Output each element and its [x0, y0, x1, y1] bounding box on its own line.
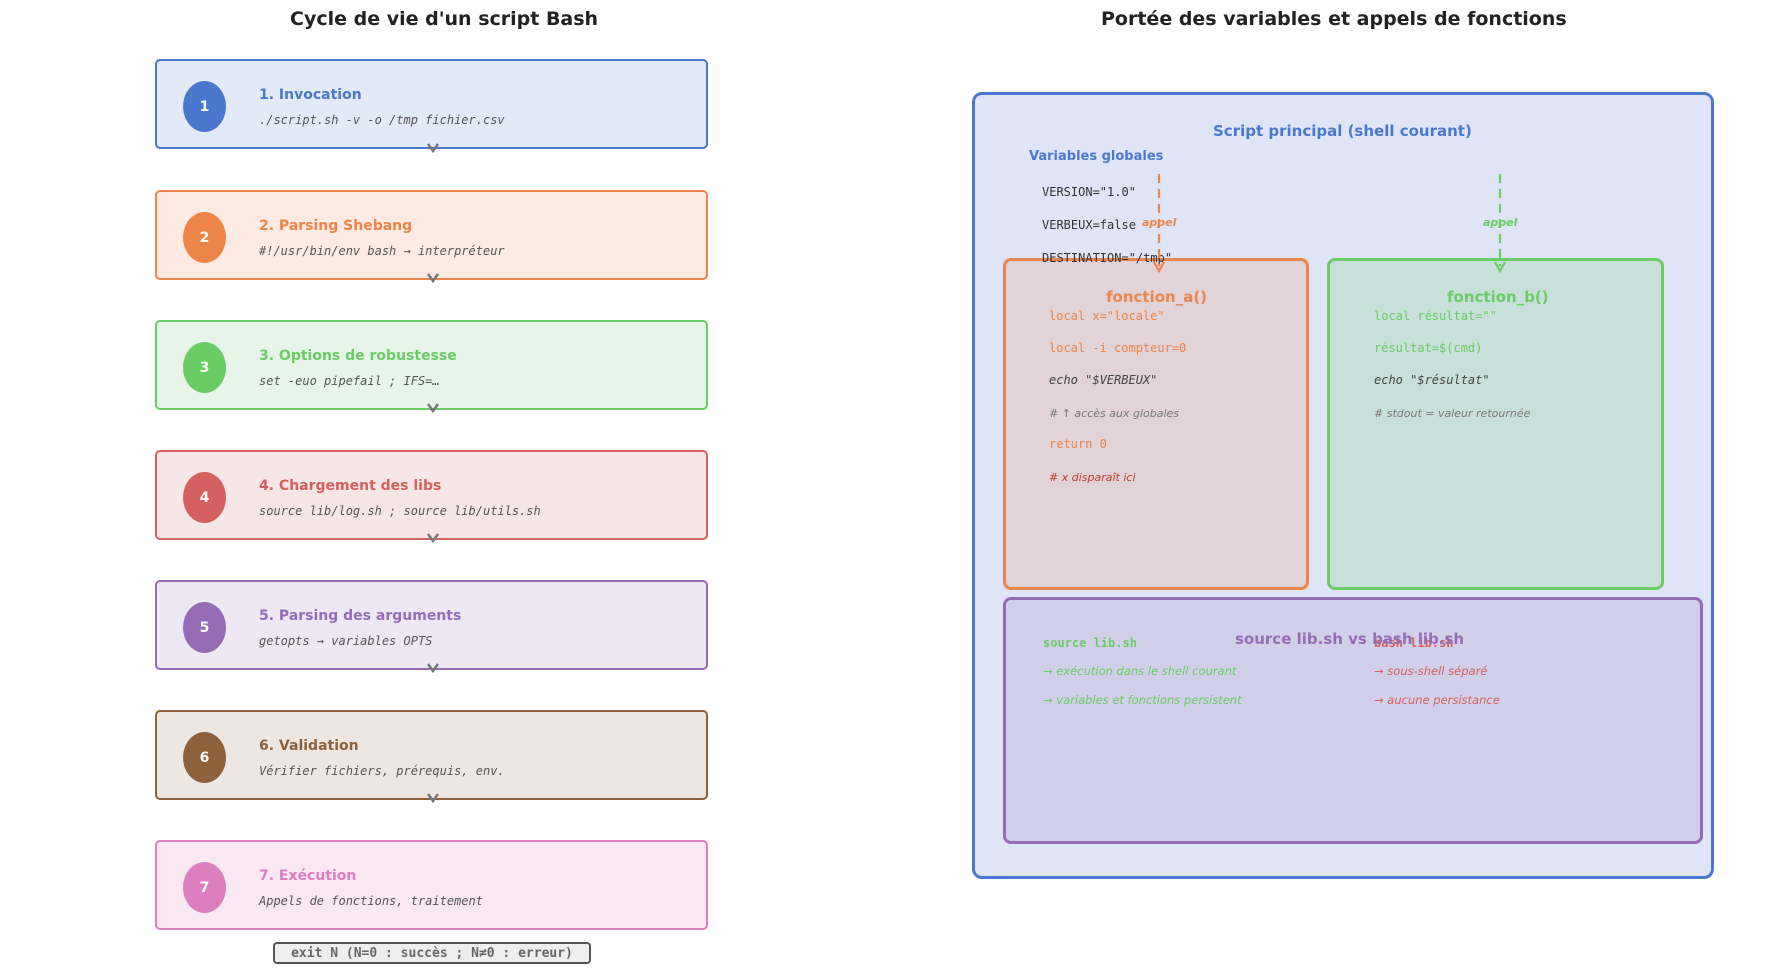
step-title: 2. Parsing Shebang	[259, 218, 413, 234]
step-number-badge: 7	[183, 862, 226, 913]
step-command: Appels de fonctions, traitement	[259, 894, 483, 908]
chevron-down-icon	[426, 663, 440, 674]
fonction-a-title: fonction_a()	[1106, 288, 1208, 306]
step-title: 6. Validation	[259, 738, 359, 754]
lifecycle-step-7: 7 7. Exécution Appels de fonctions, trai…	[155, 840, 708, 930]
source-right-note: → aucune persistance	[1374, 693, 1500, 707]
fonction-b-box	[1327, 258, 1664, 590]
step-title: 1. Invocation	[259, 87, 362, 103]
step-number-badge: 4	[183, 472, 226, 523]
step-command: getopts → variables OPTS	[259, 634, 433, 648]
code-comment: # x disparaît ici	[1049, 471, 1136, 484]
step-number-badge: 5	[183, 602, 226, 653]
right-panel-title: Portée des variables et appels de foncti…	[1101, 8, 1567, 30]
step-number-badge: 3	[183, 342, 226, 393]
code-line: echo "$VERBEUX"	[1049, 373, 1158, 387]
step-number-badge: 1	[183, 81, 226, 132]
fonction-a-box	[1003, 258, 1309, 590]
step-number-badge: 6	[183, 732, 226, 783]
source-vs-bash-box	[1003, 597, 1703, 844]
global-variable: DESTINATION="/tmp"	[1042, 251, 1173, 265]
chevron-down-icon	[426, 793, 440, 804]
step-command: Vérifier fichiers, prérequis, env.	[259, 764, 505, 778]
code-line: local x="locale"	[1049, 309, 1165, 323]
step-number-badge: 2	[183, 212, 226, 263]
source-vs-bash-title: source lib.sh vs bash lib.sh	[1235, 630, 1465, 648]
code-line: résultat=$(cmd)	[1374, 341, 1483, 355]
chevron-down-icon	[426, 403, 440, 414]
lifecycle-step-3: 3 3. Options de robustesse set -euo pipe…	[155, 320, 708, 410]
code-line: return 0	[1049, 437, 1107, 451]
source-right-note: → sous-shell séparé	[1374, 664, 1488, 678]
chevron-down-icon	[426, 143, 440, 154]
step-title: 7. Exécution	[259, 868, 357, 884]
exit-code-note: exit N (N=0 : succès ; N≠0 : erreur)	[273, 942, 591, 964]
source-right-heading: bash lib.sh	[1374, 636, 1454, 650]
call-label: appel	[1142, 216, 1177, 229]
source-left-heading: source lib.sh	[1043, 636, 1137, 650]
global-variable: VERBEUX=false	[1042, 218, 1136, 232]
call-label: appel	[1483, 216, 1518, 229]
lifecycle-step-4: 4 4. Chargement des libs source lib/log.…	[155, 450, 708, 540]
step-command: set -euo pipefail ; IFS=…	[259, 374, 440, 388]
lifecycle-step-6: 6 6. Validation Vérifier fichiers, prére…	[155, 710, 708, 800]
code-comment: # ↑ accès aux globales	[1049, 407, 1180, 420]
globals-heading: Variables globales	[1029, 149, 1164, 164]
code-comment: # stdout = valeur retournée	[1374, 407, 1531, 420]
source-left-note: → variables et fonctions persistent	[1043, 693, 1242, 707]
source-left-note: → exécution dans le shell courant	[1043, 664, 1237, 678]
code-line: local -i compteur=0	[1049, 341, 1187, 355]
step-title: 4. Chargement des libs	[259, 478, 442, 494]
code-line: local résultat=""	[1374, 309, 1497, 323]
step-title: 3. Options de robustesse	[259, 348, 457, 364]
step-command: source lib/log.sh ; source lib/utils.sh	[259, 504, 541, 518]
main-script-title: Script principal (shell courant)	[1213, 122, 1472, 140]
global-variable: VERSION="1.0"	[1042, 185, 1136, 199]
left-panel-title: Cycle de vie d'un script Bash	[290, 8, 599, 30]
chevron-down-icon	[426, 273, 440, 284]
step-command: #!/usr/bin/env bash → interpréteur	[259, 244, 505, 258]
fonction-b-title: fonction_b()	[1447, 288, 1549, 306]
step-command: ./script.sh -v -o /tmp fichier.csv	[259, 113, 505, 127]
code-line: echo "$résultat"	[1374, 373, 1490, 387]
step-title: 5. Parsing des arguments	[259, 608, 462, 624]
chevron-down-icon	[426, 533, 440, 544]
